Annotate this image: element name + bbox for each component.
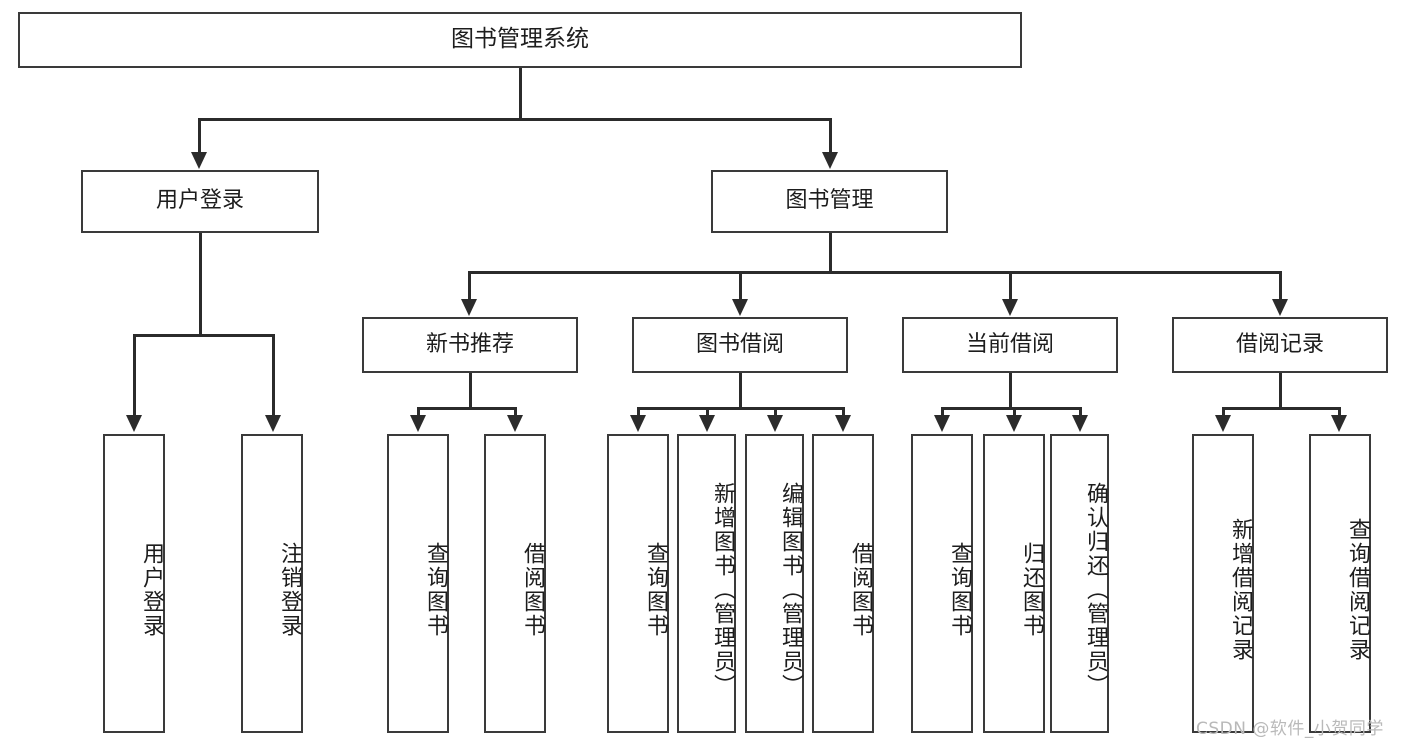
node-leaf-edit-book[interactable]: 编辑图书（管理员） <box>745 434 804 733</box>
node-label: 确认归还（管理员） <box>1083 481 1108 698</box>
drop-leaf-query-1 <box>417 407 420 417</box>
stem-root-down <box>519 68 522 119</box>
node-label: 图书管理 <box>785 188 874 214</box>
arrow-leaf-return <box>1006 415 1022 432</box>
node-root[interactable]: 图书管理系统 <box>18 12 1022 68</box>
node-label: 新增借阅记录 <box>1228 517 1253 662</box>
stem-new-book-down <box>469 373 472 408</box>
drop-to-user-login <box>198 118 201 154</box>
arrow-leaf-add-record <box>1215 415 1231 432</box>
arrow-leaf-edit-book <box>767 415 783 432</box>
arrow-leaf-borrow-1 <box>507 415 523 432</box>
node-label: 新书推荐 <box>425 331 514 357</box>
node-label: 用户登录 <box>139 541 164 638</box>
drop-to-borrow-record <box>1279 271 1282 300</box>
node-new-book-recommend[interactable]: 新书推荐 <box>362 317 578 373</box>
node-leaf-query-record[interactable]: 查询借阅记录 <box>1309 434 1371 733</box>
drop-leaf-borrow-1 <box>514 407 517 417</box>
drop-leaf-user-logout <box>272 334 275 417</box>
node-leaf-borrow-book-1[interactable]: 借阅图书 <box>484 434 546 733</box>
arrow-user-login <box>191 152 207 169</box>
node-label: 查询借阅记录 <box>1345 517 1370 662</box>
arrow-current-borrow <box>1002 299 1018 316</box>
node-label: 用户登录 <box>155 188 244 214</box>
drop-leaf-add-record <box>1222 407 1225 417</box>
drop-leaf-borrow-2 <box>842 407 845 417</box>
arrow-new-book <box>461 299 477 316</box>
node-borrow-record[interactable]: 借阅记录 <box>1172 317 1388 373</box>
arrow-leaf-user-login <box>126 415 142 432</box>
arrow-book-borrow <box>732 299 748 316</box>
arrow-leaf-query-2 <box>630 415 646 432</box>
node-label: 注销登录 <box>277 541 302 638</box>
arrow-leaf-borrow-2 <box>835 415 851 432</box>
node-leaf-user-login[interactable]: 用户登录 <box>103 434 165 733</box>
node-leaf-query-book-1[interactable]: 查询图书 <box>387 434 449 733</box>
node-leaf-user-logout[interactable]: 注销登录 <box>241 434 303 733</box>
stem-book-manage-down <box>829 233 832 272</box>
drop-leaf-add-book <box>706 407 709 417</box>
bus-user-login <box>133 334 273 337</box>
bus-new-book <box>417 407 515 410</box>
drop-to-current-borrow <box>1009 271 1012 300</box>
arrow-borrow-record <box>1272 299 1288 316</box>
node-label: 借阅图书 <box>848 541 873 638</box>
node-book-manage[interactable]: 图书管理 <box>711 170 948 233</box>
bus-book-manage <box>468 271 1280 274</box>
node-label: 图书借阅 <box>695 331 784 357</box>
node-leaf-confirm-return[interactable]: 确认归还（管理员） <box>1050 434 1109 733</box>
arrow-leaf-confirm <box>1072 415 1088 432</box>
drop-leaf-query-3 <box>941 407 944 417</box>
drop-to-new-book <box>468 271 471 300</box>
arrow-leaf-query-1 <box>410 415 426 432</box>
node-user-login[interactable]: 用户登录 <box>81 170 319 233</box>
arrow-leaf-user-logout <box>265 415 281 432</box>
stem-current-borrow-down <box>1009 373 1012 408</box>
node-label: 图书管理系统 <box>451 26 589 53</box>
bus-root <box>198 118 831 121</box>
arrow-leaf-add-book <box>699 415 715 432</box>
node-leaf-query-book-2[interactable]: 查询图书 <box>607 434 669 733</box>
node-label: 新增图书（管理员） <box>710 481 735 698</box>
bus-book-borrow <box>637 407 843 410</box>
node-label: 查询图书 <box>947 541 972 638</box>
drop-leaf-query-record <box>1338 407 1341 417</box>
node-label: 查询图书 <box>423 541 448 638</box>
drop-leaf-edit-book <box>774 407 777 417</box>
drop-leaf-confirm <box>1079 407 1082 417</box>
bus-borrow-record <box>1222 407 1339 410</box>
arrow-leaf-query-3 <box>934 415 950 432</box>
drop-leaf-query-2 <box>637 407 640 417</box>
node-leaf-query-book-3[interactable]: 查询图书 <box>911 434 973 733</box>
node-label: 借阅图书 <box>520 541 545 638</box>
node-leaf-add-book[interactable]: 新增图书（管理员） <box>677 434 736 733</box>
node-leaf-return-book[interactable]: 归还图书 <box>983 434 1045 733</box>
node-label: 查询图书 <box>643 541 668 638</box>
arrow-book-manage <box>822 152 838 169</box>
bus-current-borrow <box>941 407 1079 410</box>
drop-leaf-return <box>1013 407 1016 417</box>
node-book-borrow[interactable]: 图书借阅 <box>632 317 848 373</box>
node-leaf-borrow-book-2[interactable]: 借阅图书 <box>812 434 874 733</box>
node-leaf-add-record[interactable]: 新增借阅记录 <box>1192 434 1254 733</box>
node-current-borrow[interactable]: 当前借阅 <box>902 317 1118 373</box>
node-label: 归还图书 <box>1019 541 1044 638</box>
drop-leaf-user-login <box>133 334 136 417</box>
watermark-label: CSDN @软件_小贺同学 <box>1196 719 1384 739</box>
node-label: 借阅记录 <box>1235 331 1324 357</box>
stem-book-borrow-down <box>739 373 742 408</box>
stem-user-login-down <box>199 233 202 335</box>
node-label: 编辑图书（管理员） <box>778 481 803 698</box>
node-label: 当前借阅 <box>965 331 1054 357</box>
arrow-leaf-query-record <box>1331 415 1347 432</box>
drop-to-book-borrow <box>739 271 742 300</box>
drop-to-book-manage <box>829 118 832 154</box>
stem-borrow-record-down <box>1279 373 1282 408</box>
